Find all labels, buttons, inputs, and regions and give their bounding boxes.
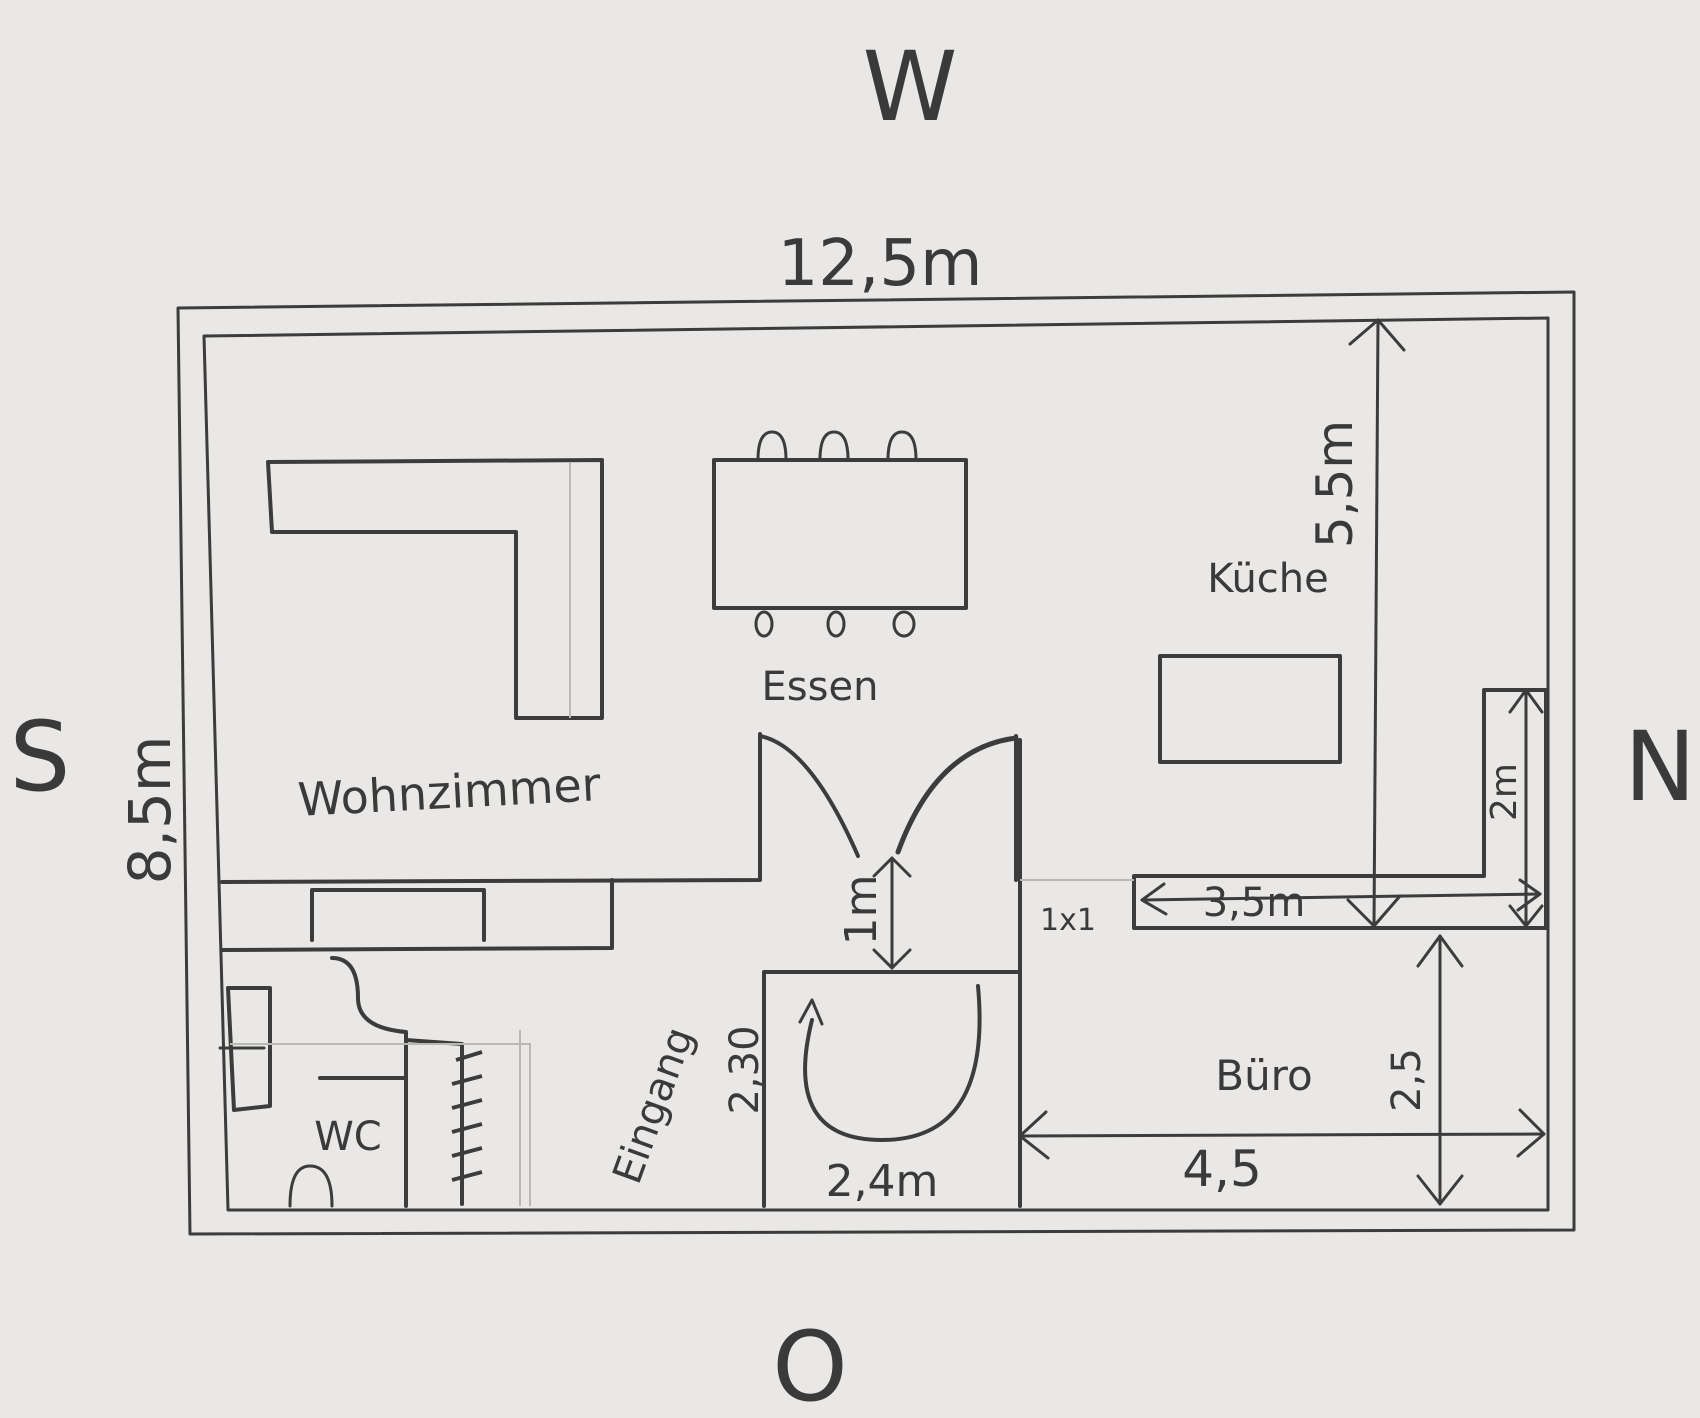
double-door: [758, 734, 1019, 882]
dim-entrance-height: 2,30: [722, 1025, 768, 1114]
dim-entrance-width: 2,4m: [826, 1156, 939, 1207]
wc-area: [218, 956, 531, 1208]
dim-small-square: 1x1: [1040, 903, 1096, 938]
stairs-arrow: [798, 998, 824, 1026]
kitchen-height-arrow: [1346, 318, 1406, 928]
kitchen-side-arrow: [1508, 688, 1544, 928]
radiator: [451, 1050, 483, 1182]
room-label-office: Büro: [1215, 1051, 1312, 1100]
dim-office-width: 4,5: [1182, 1140, 1262, 1198]
office-width-arrow: [1018, 1108, 1546, 1160]
outer-walls: [176, 290, 1576, 1236]
room-label-kitchen: Küche: [1207, 556, 1329, 602]
compass-east: O: [772, 1311, 848, 1418]
room-label-dining: Essen: [762, 664, 879, 710]
dim-kitchen-counter: 3,5m: [1203, 880, 1306, 926]
dim-office-height: 2,5: [1384, 1048, 1430, 1112]
dim-total-height: 8,5m: [116, 736, 184, 885]
inner-wall-lower: [220, 732, 1022, 974]
l-sofa: [266, 458, 604, 720]
dining-table: [712, 430, 968, 638]
room-label-wc: WC: [314, 1114, 381, 1160]
kitchen-counter: [1132, 688, 1548, 930]
compass-north: N: [1624, 711, 1696, 823]
dim-kitchen-height: 5,5m: [1306, 420, 1364, 548]
living-storage: [310, 888, 486, 942]
dim-door-depth: 1m: [836, 875, 887, 946]
compass-south: S: [10, 701, 71, 813]
stairs-turn: [803, 984, 982, 1142]
dim-total-width: 12,5m: [778, 227, 983, 301]
faint-lines: [519, 462, 1134, 1206]
kitchen-island: [1158, 654, 1342, 764]
office-height-arrow: [1416, 934, 1464, 1206]
compass-west: W: [863, 31, 958, 143]
dim-kitchen-side: 2m: [1484, 763, 1525, 821]
door-depth-arrow: [872, 856, 912, 970]
